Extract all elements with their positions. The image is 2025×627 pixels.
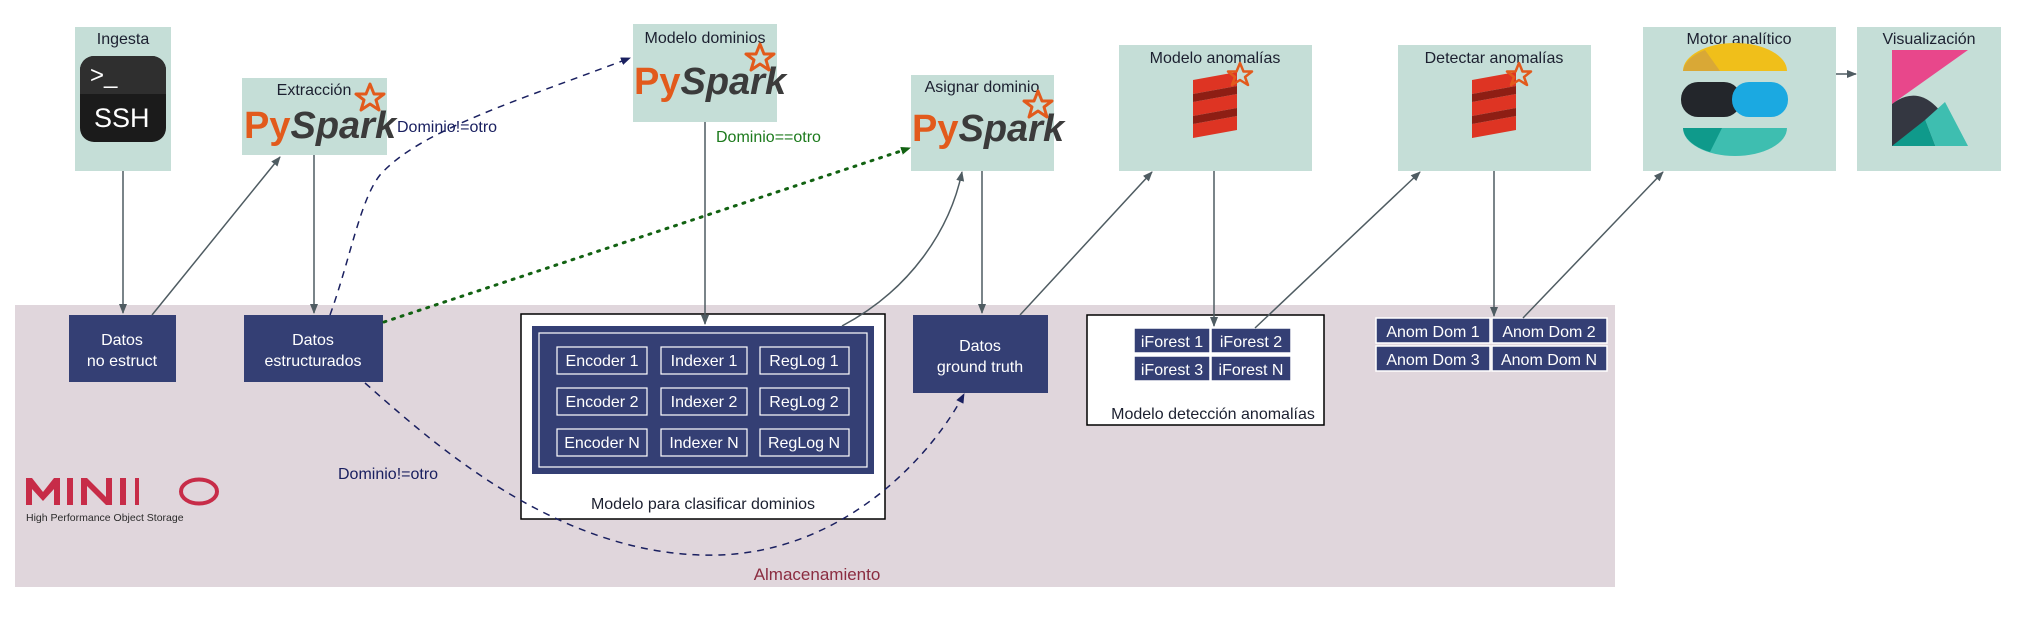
edge-estructurados-to-asignar <box>382 146 912 324</box>
spark-star-icon <box>1022 89 1054 119</box>
svg-text:SSH: SSH <box>94 103 150 133</box>
model-cell: Anom Dom 2 <box>1491 317 1608 344</box>
model-cell: RegLog N <box>759 428 850 457</box>
svg-text:PySpark: PySpark <box>244 105 398 147</box>
ssh-terminal-icon: >_ SSH <box>80 56 166 142</box>
edge-estructurados-to-modelo-dominios <box>329 57 631 316</box>
minio-tagline: High Performance Object Storage <box>26 512 184 524</box>
storage-label: Almacenamiento <box>754 565 881 584</box>
spark-star-icon <box>354 82 386 112</box>
svg-text:RegLog 2: RegLog 2 <box>769 394 838 411</box>
domain-model-caption: Modelo para clasificar dominios <box>591 496 815 513</box>
anomaly-results-grid: Anom Dom 1 Anom Dom 2 Anom Dom 3 Anom Do… <box>1375 317 1608 372</box>
svg-text:Datos: Datos <box>101 332 143 349</box>
model-cell: Encoder 2 <box>556 387 648 416</box>
domain-model-container: Encoder 1 Indexer 1 RegLog 1 Encoder 2 I… <box>520 313 886 520</box>
elasticsearch-logo <box>1681 43 1788 156</box>
domain-model-grid: Encoder 1 Indexer 1 RegLog 1 Encoder 2 I… <box>556 346 850 457</box>
node-datos-estructurados: Datos estructurados <box>244 315 383 382</box>
node-datos-ground-truth: Datos ground truth <box>913 315 1048 393</box>
edge-label-dominio-distinto-top: Dominio!=otro <box>397 119 497 136</box>
edge-label-dominio-distinto-bottom: Dominio!=otro <box>338 466 438 483</box>
model-cell: Indexer N <box>660 428 748 457</box>
svg-text:Indexer N: Indexer N <box>669 435 738 452</box>
svg-text:Datos: Datos <box>292 332 334 349</box>
pyspark-logo: PySpark <box>634 42 788 103</box>
stage-title: Modelo anomalías <box>1150 50 1281 67</box>
svg-text:>_: >_ <box>90 62 118 89</box>
stage-title: Visualización <box>1882 31 1975 48</box>
stage-asignar-dominio: Asignar dominio PySpark <box>911 75 1066 171</box>
model-cell: iForest 2 <box>1210 327 1292 354</box>
anomaly-model-caption: Modelo detección anomalías <box>1111 406 1315 423</box>
minio-logo: High Performance Object Storage <box>26 477 219 524</box>
edge-estructurados-to-ground-truth <box>364 382 965 556</box>
svg-text:iForest N: iForest N <box>1219 362 1284 379</box>
svg-text:Indexer 1: Indexer 1 <box>671 353 738 370</box>
edge-anomaly-model-to-detectar <box>1254 171 1421 329</box>
model-cell: Anom Dom N <box>1491 345 1608 372</box>
stage-title: Ingesta <box>97 31 150 48</box>
model-cell: iForest 3 <box>1133 355 1211 382</box>
model-cell: Anom Dom 1 <box>1375 317 1491 344</box>
stage-detectar-anomalias: Detectar anomalías <box>1398 45 1591 171</box>
stage-ingesta: Ingesta >_ SSH <box>75 27 171 171</box>
kibana-logo <box>1892 50 1968 146</box>
stage-modelo-anomalias: Modelo anomalías <box>1119 45 1312 171</box>
svg-text:Anom Dom 1: Anom Dom 1 <box>1386 324 1479 341</box>
node-datos-no-estruct: Datos no estruct <box>69 315 176 382</box>
svg-text:Anom Dom 2: Anom Dom 2 <box>1502 324 1595 341</box>
anomaly-model-container: iForest 1 iForest 2 iForest 3 iForest N … <box>1086 314 1325 426</box>
svg-text:estructurados: estructurados <box>265 353 362 370</box>
spark-star-icon <box>744 42 776 72</box>
model-cell: RegLog 1 <box>759 346 850 375</box>
svg-text:Encoder 1: Encoder 1 <box>566 353 639 370</box>
svg-text:ground truth: ground truth <box>937 359 1023 376</box>
stage-title: Modelo dominios <box>645 30 766 47</box>
edges <box>119 57 1857 556</box>
model-cell: RegLog 2 <box>759 387 850 416</box>
pyspark-logo: PySpark <box>912 89 1066 150</box>
stage-visualizacion: Visualización <box>1857 27 2001 171</box>
minio-wordmark-icon <box>26 477 219 506</box>
model-cell: Encoder N <box>556 428 648 457</box>
anomaly-model-grid: iForest 1 iForest 2 iForest 3 iForest N <box>1133 327 1292 382</box>
svg-text:RegLog N: RegLog N <box>768 435 840 452</box>
svg-text:Encoder N: Encoder N <box>564 435 640 452</box>
svg-text:iForest 3: iForest 3 <box>1141 362 1203 379</box>
stage-title: Detectar anomalías <box>1425 50 1564 67</box>
stage-title: Extracción <box>277 82 352 99</box>
model-cell: iForest N <box>1210 355 1292 382</box>
model-cell: iForest 1 <box>1133 327 1211 354</box>
edge-results-to-motor <box>1522 171 1664 319</box>
svg-text:Indexer 2: Indexer 2 <box>671 394 738 411</box>
stage-title: Motor analítico <box>1687 31 1792 48</box>
model-cell: Indexer 1 <box>660 346 748 375</box>
svg-text:iForest 2: iForest 2 <box>1220 334 1282 351</box>
svg-text:Datos: Datos <box>959 338 1001 355</box>
stage-modelo-dominios: Modelo dominios PySpark <box>633 24 788 122</box>
svg-text:PySpark: PySpark <box>634 61 788 103</box>
pyspark-logo: PySpark <box>244 82 398 147</box>
stage-extraccion: Extracción PySpark <box>242 78 398 155</box>
edge-label-dominio-igual: Dominio==otro <box>716 129 821 146</box>
svg-text:no estruct: no estruct <box>87 353 158 370</box>
svg-text:iForest 1: iForest 1 <box>1141 334 1203 351</box>
stage-motor-analitico: Motor analítico <box>1643 27 1836 171</box>
svg-text:PySpark: PySpark <box>912 108 1066 150</box>
edge-no-estruct-to-extraccion <box>151 156 281 316</box>
scala-logo <box>1472 61 1533 138</box>
svg-text:Encoder 2: Encoder 2 <box>566 394 639 411</box>
scala-logo <box>1193 61 1254 138</box>
stage-title: Asignar dominio <box>925 79 1040 96</box>
model-cell: Encoder 1 <box>556 346 648 375</box>
svg-text:RegLog 1: RegLog 1 <box>769 353 838 370</box>
model-cell: Indexer 2 <box>660 387 748 416</box>
svg-text:Anom Dom N: Anom Dom N <box>1501 352 1597 369</box>
model-cell: Anom Dom 3 <box>1375 345 1491 372</box>
svg-text:Anom Dom 3: Anom Dom 3 <box>1386 352 1479 369</box>
edge-ground-truth-to-modelo-anomalias <box>1019 171 1153 316</box>
edge-domain-model-to-asignar <box>841 171 965 327</box>
